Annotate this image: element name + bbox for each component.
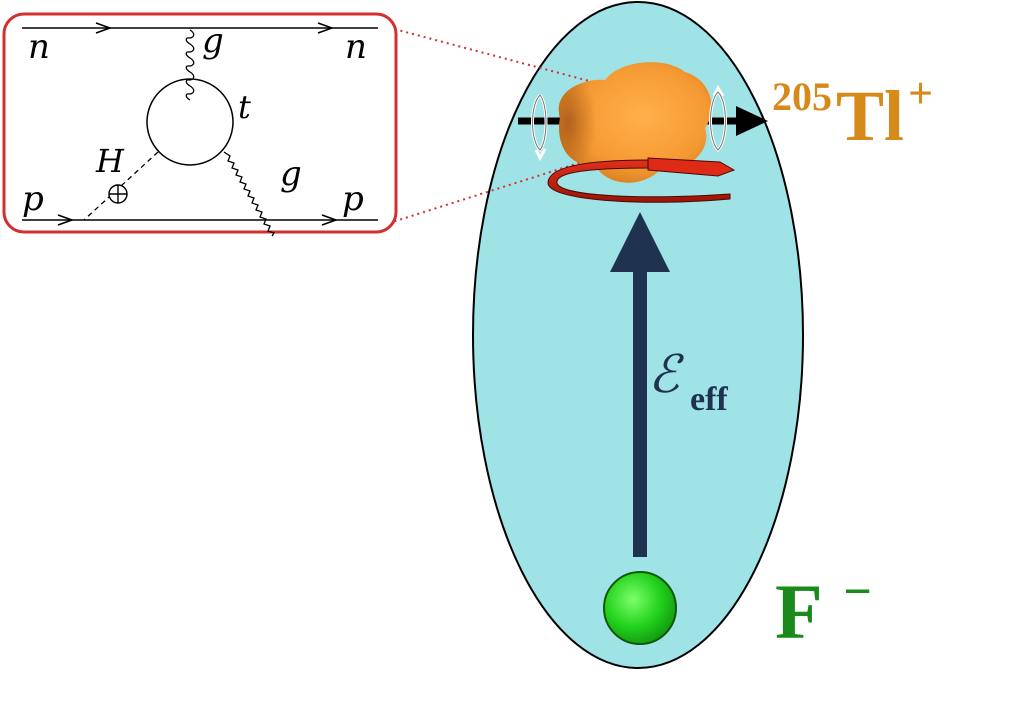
thallium-charge: + xyxy=(908,69,933,118)
field-symbol: ℰ xyxy=(648,345,684,405)
gluon-bottom xyxy=(223,151,276,237)
label-p-right: p xyxy=(342,179,364,219)
gluon-top xyxy=(185,29,195,101)
nucleus-blob-icon xyxy=(558,62,712,183)
circular-arrow-outline xyxy=(532,91,726,151)
sphere-icon xyxy=(603,571,677,645)
quark-loop xyxy=(146,78,234,166)
label-p-left: p xyxy=(22,179,44,219)
thallium-mass-number: 205 xyxy=(772,74,832,119)
field-subscript: eff xyxy=(690,381,728,418)
label-g-top: g xyxy=(202,21,224,61)
inset-border xyxy=(2,12,398,234)
label-n-right: n xyxy=(345,27,367,67)
label-g-bottom: g xyxy=(280,154,302,194)
feynman-inset: n n g t H g p p xyxy=(2,12,398,237)
fluoride-charge: − xyxy=(843,563,872,619)
oplus-vertex-icon xyxy=(108,184,128,204)
zoom-line-bottom xyxy=(382,154,605,226)
arrow-up-icon xyxy=(610,212,670,557)
label-n-left: n xyxy=(28,27,50,67)
fluoride-symbol: F xyxy=(775,568,820,655)
thallium-label: 205 Tl + xyxy=(772,69,933,156)
thallium-symbol: Tl xyxy=(836,76,904,156)
label-t: t xyxy=(238,88,251,126)
red-swirl-arrow xyxy=(547,157,736,203)
higgs-line xyxy=(83,151,159,221)
label-H: H xyxy=(95,142,125,180)
fluoride-label: F − xyxy=(775,563,872,655)
